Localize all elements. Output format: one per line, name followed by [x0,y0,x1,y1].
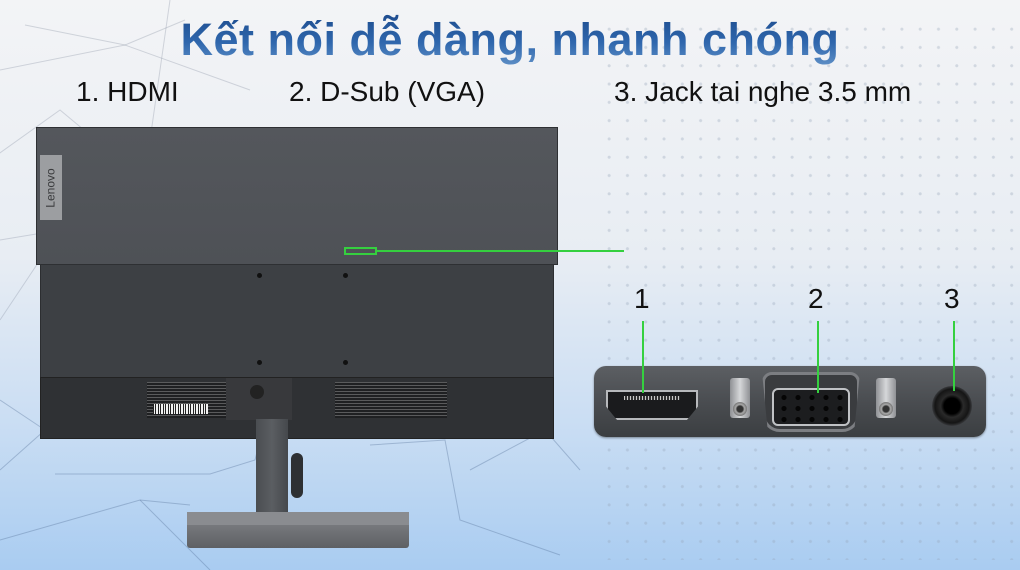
audio-jack-3-5mm [932,386,972,426]
port-label-hdmi: 1. HDMI [76,76,179,107]
callout-connector-line [377,250,624,252]
callout-line-hdmi [642,321,644,393]
spec-label-right [335,382,447,418]
vga-port [772,388,850,426]
stand-neck [256,419,288,519]
lenovo-logo: Lenovo [40,155,62,220]
stand-base-top-surface [187,512,409,525]
monitor-bottom-bezel [40,377,554,439]
brand-label: Lenovo [44,167,58,208]
port-area-highlight [344,247,377,255]
callout-line-audio [953,321,955,391]
barcode [153,404,208,414]
monitor-back-upper-panel: Lenovo [36,127,558,265]
port-label-audio: 3. Jack tai nghe 3.5 mm [614,76,912,107]
stand-screw-knob [250,385,264,399]
io-port-panel-closeup [594,366,986,437]
vga-hex-screw-right [876,378,896,418]
page-title: Kết nối dễ dàng, nhanh chóng [0,14,1020,66]
port-number-3: 3 [944,283,960,314]
vesa-screw-hole [343,360,348,365]
port-number-2: 2 [808,283,824,314]
hdmi-port-pins [624,396,680,400]
vesa-mount-area [40,265,554,377]
port-label-vga: 2. D-Sub (VGA) [289,76,486,107]
vesa-screw-hole [257,273,262,278]
monitor-back-view: Lenovo [36,127,558,439]
vesa-screw-hole [343,273,348,278]
callout-line-vga [817,321,819,393]
vesa-screw-hole [257,360,262,365]
port-number-1: 1 [634,283,650,314]
hdmi-port [606,390,698,420]
cable-management-slot [291,453,303,498]
vga-hex-screw-left [730,378,750,418]
